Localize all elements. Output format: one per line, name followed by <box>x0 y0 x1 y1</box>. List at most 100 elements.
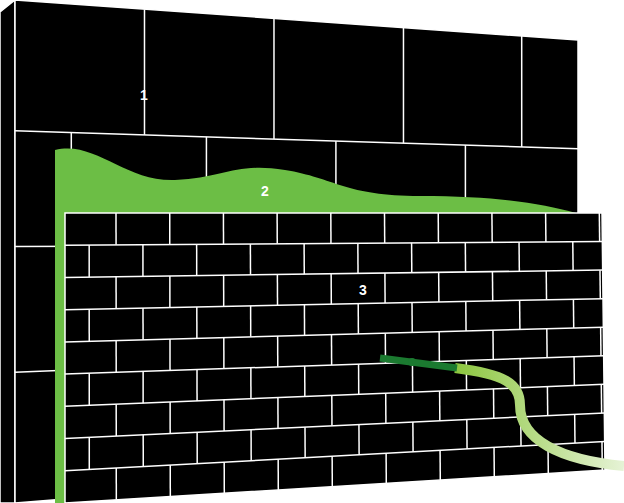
brick-joint <box>65 327 603 342</box>
brick-joint <box>600 327 602 356</box>
block-joint <box>273 18 275 139</box>
brick-joint <box>411 303 413 333</box>
brick-joint <box>304 366 306 397</box>
brick-joint <box>439 391 441 421</box>
brick-joint <box>223 213 225 244</box>
brick-joint <box>250 368 252 399</box>
brick-joint <box>465 242 467 271</box>
brick-joint <box>223 338 225 369</box>
brick-joint <box>115 213 117 245</box>
brick-joint <box>573 299 575 328</box>
brick-joint <box>65 356 604 374</box>
brick-joint <box>277 459 279 490</box>
brick-joint <box>518 242 520 271</box>
brick-joint <box>196 307 198 338</box>
brick-joint <box>276 213 278 244</box>
brick-joint <box>545 271 547 300</box>
callout-number: 1 <box>140 88 148 102</box>
brick-joint <box>331 335 333 365</box>
brick-joint <box>357 243 359 273</box>
brick-joint <box>277 336 279 367</box>
brick-joint <box>358 425 360 455</box>
brick-joint <box>304 305 306 336</box>
brick-joint <box>384 213 386 243</box>
brick-joint <box>493 447 495 476</box>
brick-joint <box>574 414 576 443</box>
brick-joint <box>89 437 91 469</box>
brick-joint <box>65 441 605 470</box>
brick-joint <box>277 398 279 429</box>
brick-joint <box>519 300 521 329</box>
brick-joint <box>384 273 386 303</box>
brick-joint <box>115 277 117 309</box>
brick-joint <box>331 456 333 486</box>
brick-joint <box>65 299 603 310</box>
brick-joint <box>250 244 252 275</box>
brick-joint <box>303 244 305 275</box>
brick-joint <box>491 213 493 242</box>
block-joint <box>521 36 523 147</box>
brick-joint <box>223 275 225 306</box>
brick-joint <box>493 389 495 418</box>
callout-number: 2 <box>261 184 269 198</box>
brick-joint <box>142 245 144 277</box>
brick-joint <box>196 432 198 463</box>
brick-joint <box>169 402 171 434</box>
block-wall-side <box>0 0 15 503</box>
brick-joint <box>223 462 225 493</box>
brick-joint <box>492 272 494 301</box>
block-joint <box>15 131 578 149</box>
brick-joint <box>412 422 414 452</box>
brick-joint <box>330 274 332 304</box>
brick-joints <box>65 213 605 500</box>
brick-joint <box>599 270 601 299</box>
brick-joint <box>88 309 90 341</box>
callout-number: 3 <box>359 283 367 297</box>
brick-joint <box>65 270 603 277</box>
brick-joint <box>88 245 90 277</box>
injection-nozzle <box>380 358 457 368</box>
brick-joint <box>573 357 575 386</box>
brick-joint <box>438 272 440 302</box>
block-joint <box>403 28 405 144</box>
brick-joint <box>169 339 171 371</box>
brick-joint <box>196 244 198 275</box>
brick-joint <box>439 450 441 480</box>
nozzle-valve <box>408 358 416 366</box>
brick-joint <box>115 340 117 372</box>
brick-joint <box>142 371 144 403</box>
hose <box>455 368 624 466</box>
brick-joint <box>465 301 467 330</box>
brick-joint <box>304 427 306 458</box>
brick-joint <box>277 275 279 306</box>
brick-joint <box>385 393 387 423</box>
brick-joint <box>250 306 252 337</box>
brick-joint <box>330 213 332 243</box>
brick-joint <box>547 387 549 416</box>
brick-joint <box>438 332 440 362</box>
brick-joint <box>492 330 494 359</box>
brick-joint <box>196 370 198 401</box>
brick-joint <box>599 213 601 242</box>
brick-joint <box>169 213 171 245</box>
brick-joint <box>358 364 360 394</box>
brick-joint <box>88 373 90 405</box>
brick-joint <box>357 304 359 334</box>
brick-joint <box>411 243 413 273</box>
brick-joint <box>142 435 144 467</box>
brick-joint <box>437 213 439 243</box>
block-joint <box>144 9 146 135</box>
brick-joint <box>572 242 574 271</box>
brick-joint <box>546 329 548 358</box>
brick-joint <box>519 359 521 388</box>
brick-wall-face <box>65 213 605 503</box>
brick-joint <box>466 419 468 448</box>
brick-joint <box>601 384 603 413</box>
brick-joint <box>223 400 225 431</box>
brick-joint <box>385 453 387 483</box>
brick-joint <box>545 213 547 242</box>
brick-joint <box>169 276 171 308</box>
brick-joint <box>169 465 171 497</box>
